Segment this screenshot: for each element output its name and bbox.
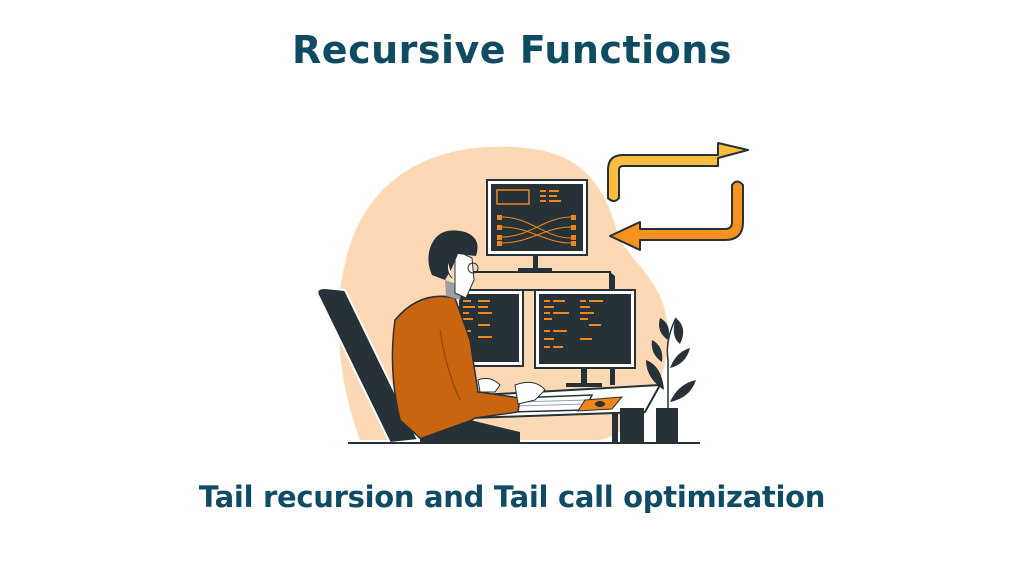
recursion-arrows-icon — [607, 142, 749, 251]
page-title: Recursive Functions — [292, 28, 732, 72]
developer-illustration — [300, 125, 780, 455]
page-subtitle: Tail recursion and Tail call optimizatio… — [198, 480, 826, 514]
desk-chair-icon — [316, 286, 420, 445]
monitor-icon-top — [486, 179, 588, 273]
plant-icon — [646, 317, 696, 443]
monitor-icon-right — [534, 289, 636, 387]
developer-figure — [391, 230, 546, 443]
